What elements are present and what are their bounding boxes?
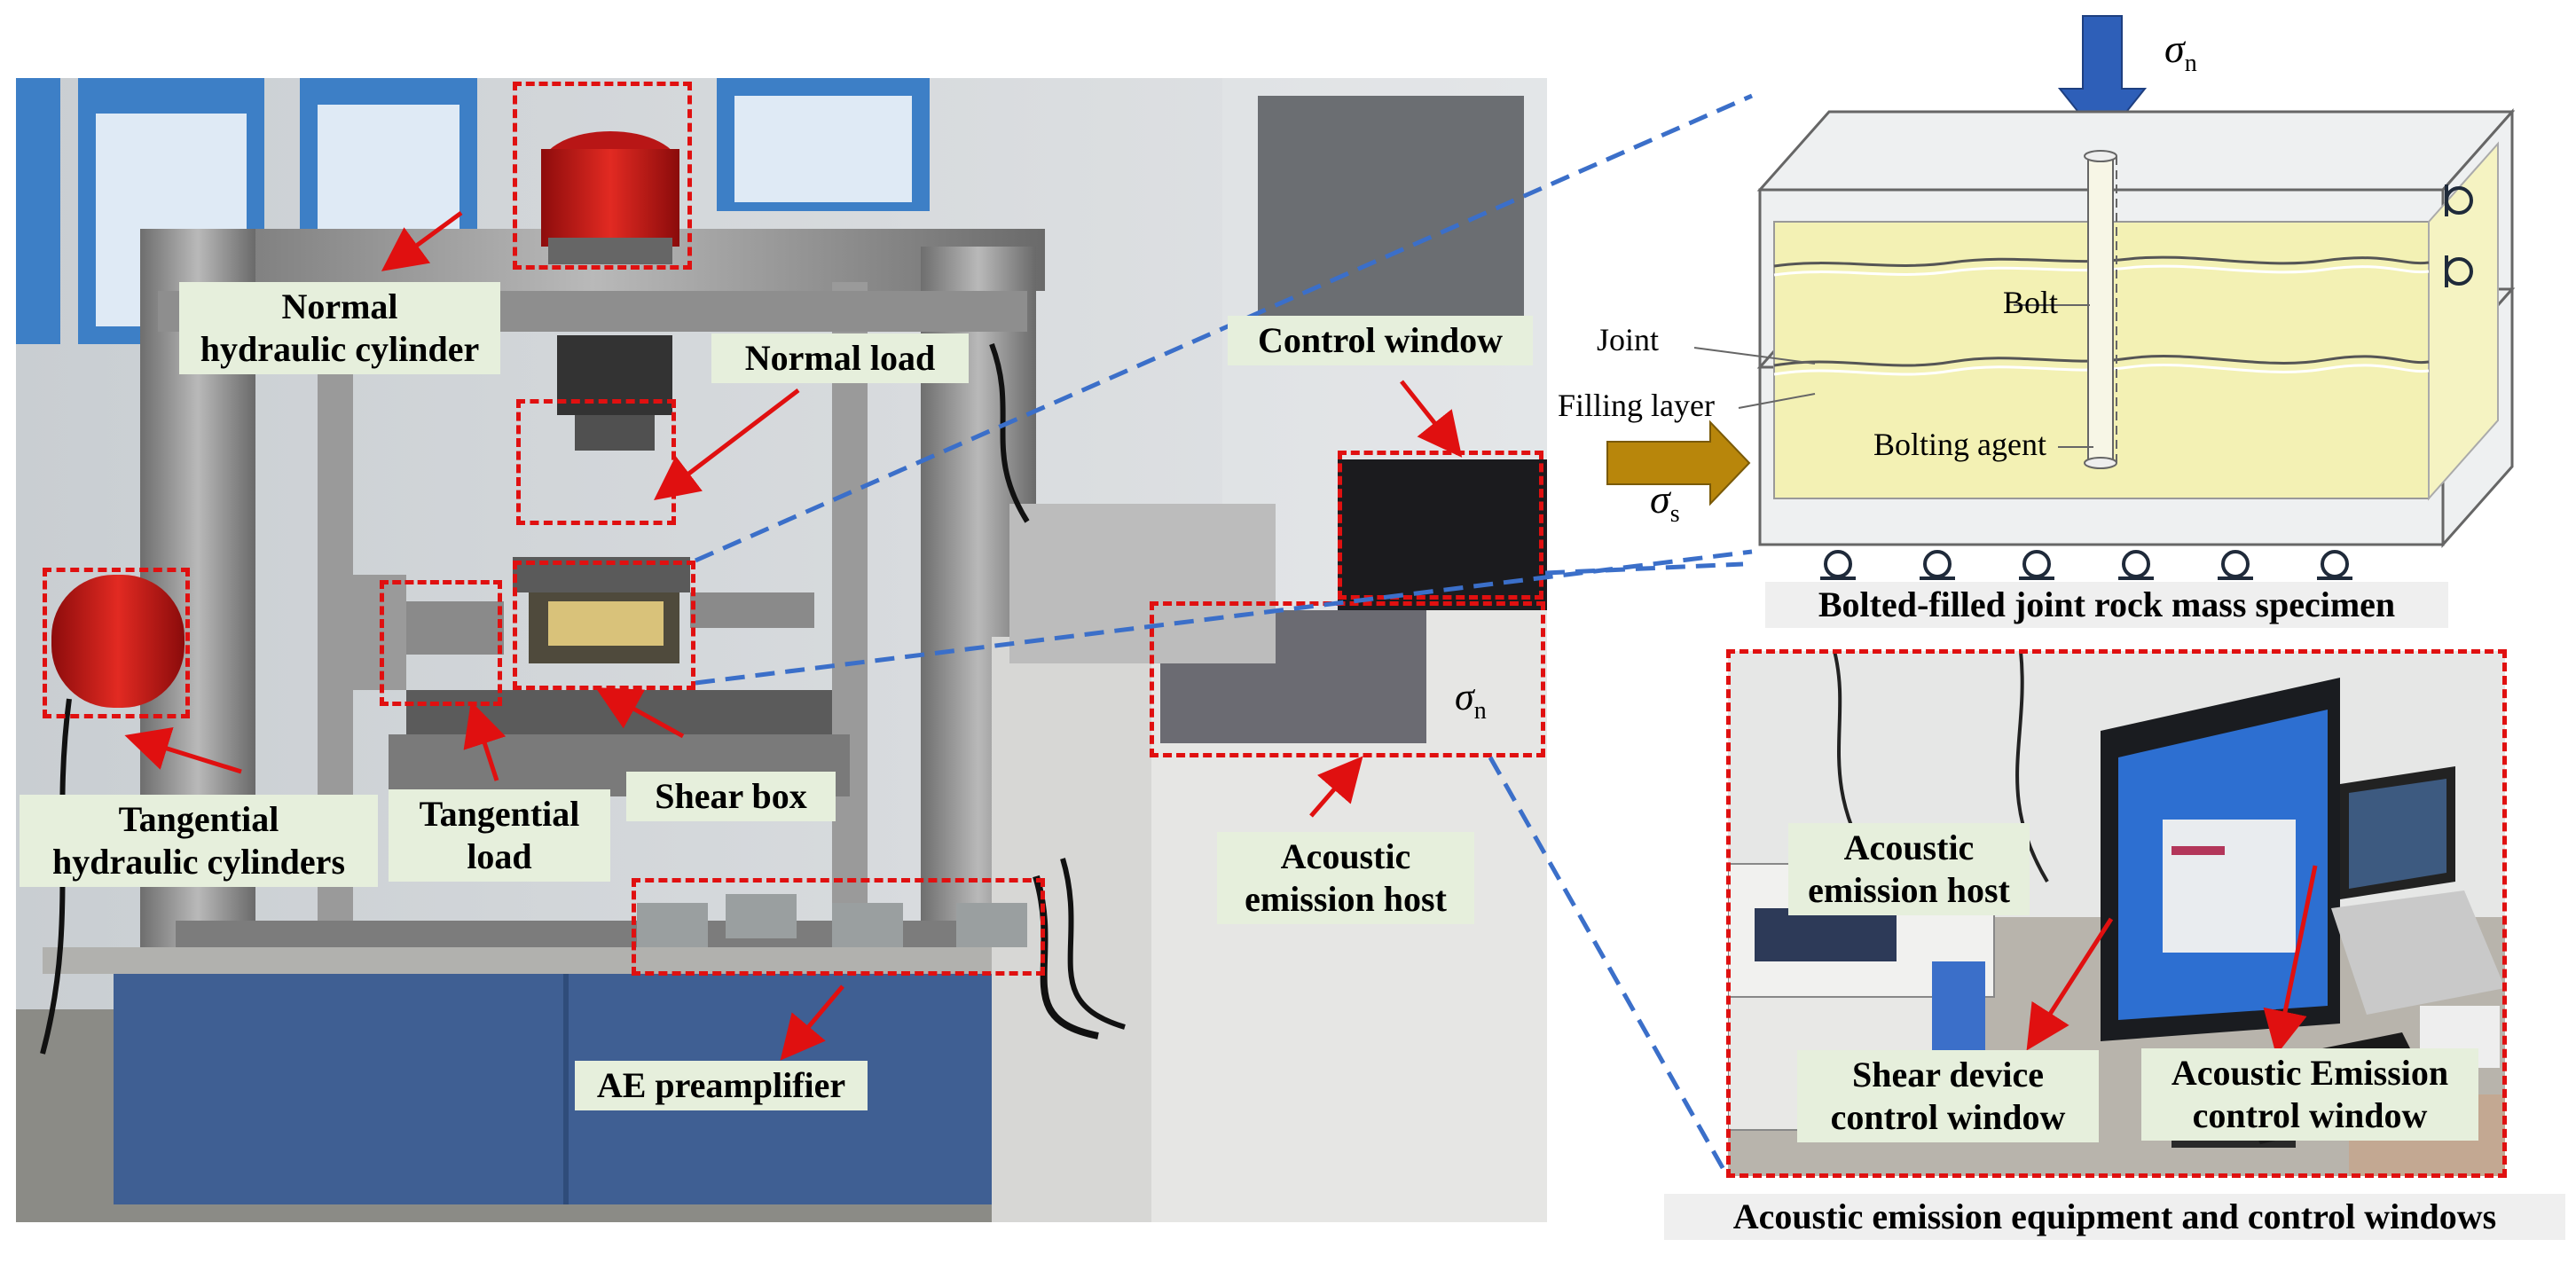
diagram-sigma-s-symbol: σ — [1650, 476, 1670, 522]
inset-label-acoustic-host: Acoustic emission host — [1788, 823, 2030, 915]
arrow-shear-box — [595, 687, 685, 739]
specimen-caption: Bolted-filled joint rock mass specimen — [1765, 582, 2448, 628]
label-ae-preamplifier-text: AE preamplifier — [596, 1065, 846, 1105]
photo-sigma-symbol: σ — [1455, 675, 1474, 718]
inset-label-shear-window-line2: control window — [1830, 1097, 2066, 1137]
tangential-load-box — [380, 580, 502, 706]
label-filling-layer: Filling layer — [1558, 388, 1715, 423]
label-normal-load-text: Normal load — [744, 338, 936, 378]
label-ae-preamplifier: AE preamplifier — [575, 1061, 868, 1110]
joint-line-lower — [1773, 354, 2430, 367]
arrow-normal-cylinder — [381, 210, 463, 271]
label-acoustic-host-line1: Acoustic — [1280, 836, 1411, 876]
label-tangential-cylinders-line1: Tangential — [118, 799, 279, 839]
diagram-sigma-n-sub: n — [2184, 50, 2197, 78]
normal-cylinder-box — [513, 82, 692, 270]
arrow-control-window — [1400, 380, 1463, 458]
inset-label-ae-window-line1: Acoustic Emission — [2171, 1053, 2449, 1093]
inset-label-acoustic-host-line1: Acoustic — [1843, 828, 1975, 867]
bottom-rollers — [1820, 550, 2352, 580]
ae-preamp-box — [632, 878, 1045, 976]
acoustic-host-box — [1150, 601, 1545, 757]
arrow-tangential-load — [463, 701, 507, 781]
joint-line-upper — [1773, 255, 2430, 268]
specimen-caption-text: Bolted-filled joint rock mass specimen — [1818, 584, 2396, 624]
arrow-ae-window — [2263, 865, 2318, 1055]
label-tangential-load: Tangential load — [389, 789, 610, 882]
arrow-shear-window — [2026, 917, 2114, 1051]
label-acoustic-host: Acoustic emission host — [1217, 832, 1474, 924]
label-shear-box: Shear box — [626, 772, 836, 821]
photo-sigma-label: σn — [1455, 674, 1487, 726]
diagram-sigma-n-symbol: σ — [2164, 26, 2185, 71]
arrow-acoustic-host — [1309, 756, 1363, 818]
shear-stress-arrow — [1606, 420, 1751, 506]
label-tangential-cylinders-line2: hydraulic cylinders — [51, 842, 346, 882]
acoustic-caption: Acoustic emission equipment and control … — [1664, 1194, 2565, 1240]
label-control-window-text: Control window — [1258, 320, 1503, 360]
tangential-cylinder-box — [43, 568, 190, 718]
acoustic-caption-text: Acoustic emission equipment and control … — [1732, 1196, 2497, 1236]
apparatus-photo — [16, 78, 1547, 1222]
acoustic-equipment-frame — [1726, 649, 2507, 1178]
label-control-window: Control window — [1228, 316, 1533, 365]
rock-specimen-side — [2428, 141, 2499, 501]
arrow-ae-preamp — [780, 985, 844, 1061]
inset-label-ae-window-line2: control window — [2192, 1095, 2428, 1135]
label-bolt: Bolt — [2003, 285, 2059, 320]
connector-specimen-top — [694, 93, 1754, 563]
photo-sigma-sub: n — [1473, 696, 1487, 725]
acoustic-equipment-illustration — [1728, 651, 2505, 1176]
label-acoustic-host-line2: emission host — [1245, 879, 1447, 919]
arrow-normal-load — [654, 388, 800, 501]
inset-label-shear-window-line1: Shear device — [1852, 1055, 2044, 1094]
diagram-sigma-s: σs — [1650, 475, 1680, 529]
label-normal-cylinder-line2: hydraulic cylinder — [200, 329, 480, 369]
label-normal-cylinder: Normal hydraulic cylinder — [179, 282, 500, 374]
diagram-sigma-n: σn — [2164, 25, 2197, 78]
specimen-diagram — [1606, 15, 2516, 580]
inset-label-acoustic-host-line2: emission host — [1808, 870, 2010, 910]
connector-host-bottom — [1488, 756, 1728, 1174]
label-joint: Joint — [1597, 322, 1660, 357]
connector-window-top — [1544, 561, 1744, 576]
diagram-sigma-s-sub: s — [1669, 500, 1680, 529]
inset-label-ae-window: Acoustic Emission control window — [2141, 1048, 2478, 1141]
label-shear-box-text: Shear box — [655, 776, 807, 816]
label-normal-load: Normal load — [711, 333, 969, 383]
apparatus-illustration — [16, 78, 1547, 1222]
bolt-body — [2087, 155, 2114, 464]
label-tangential-load-line2: load — [467, 836, 532, 876]
label-normal-cylinder-line1: Normal — [281, 286, 398, 326]
label-tangential-load-line1: Tangential — [419, 794, 580, 834]
inset-label-shear-window: Shear device control window — [1797, 1050, 2099, 1142]
arrow-tangential-cylinders — [124, 727, 242, 774]
label-bolting-agent: Bolting agent — [1873, 427, 2046, 462]
label-tangential-cylinders: Tangential hydraulic cylinders — [20, 795, 378, 887]
